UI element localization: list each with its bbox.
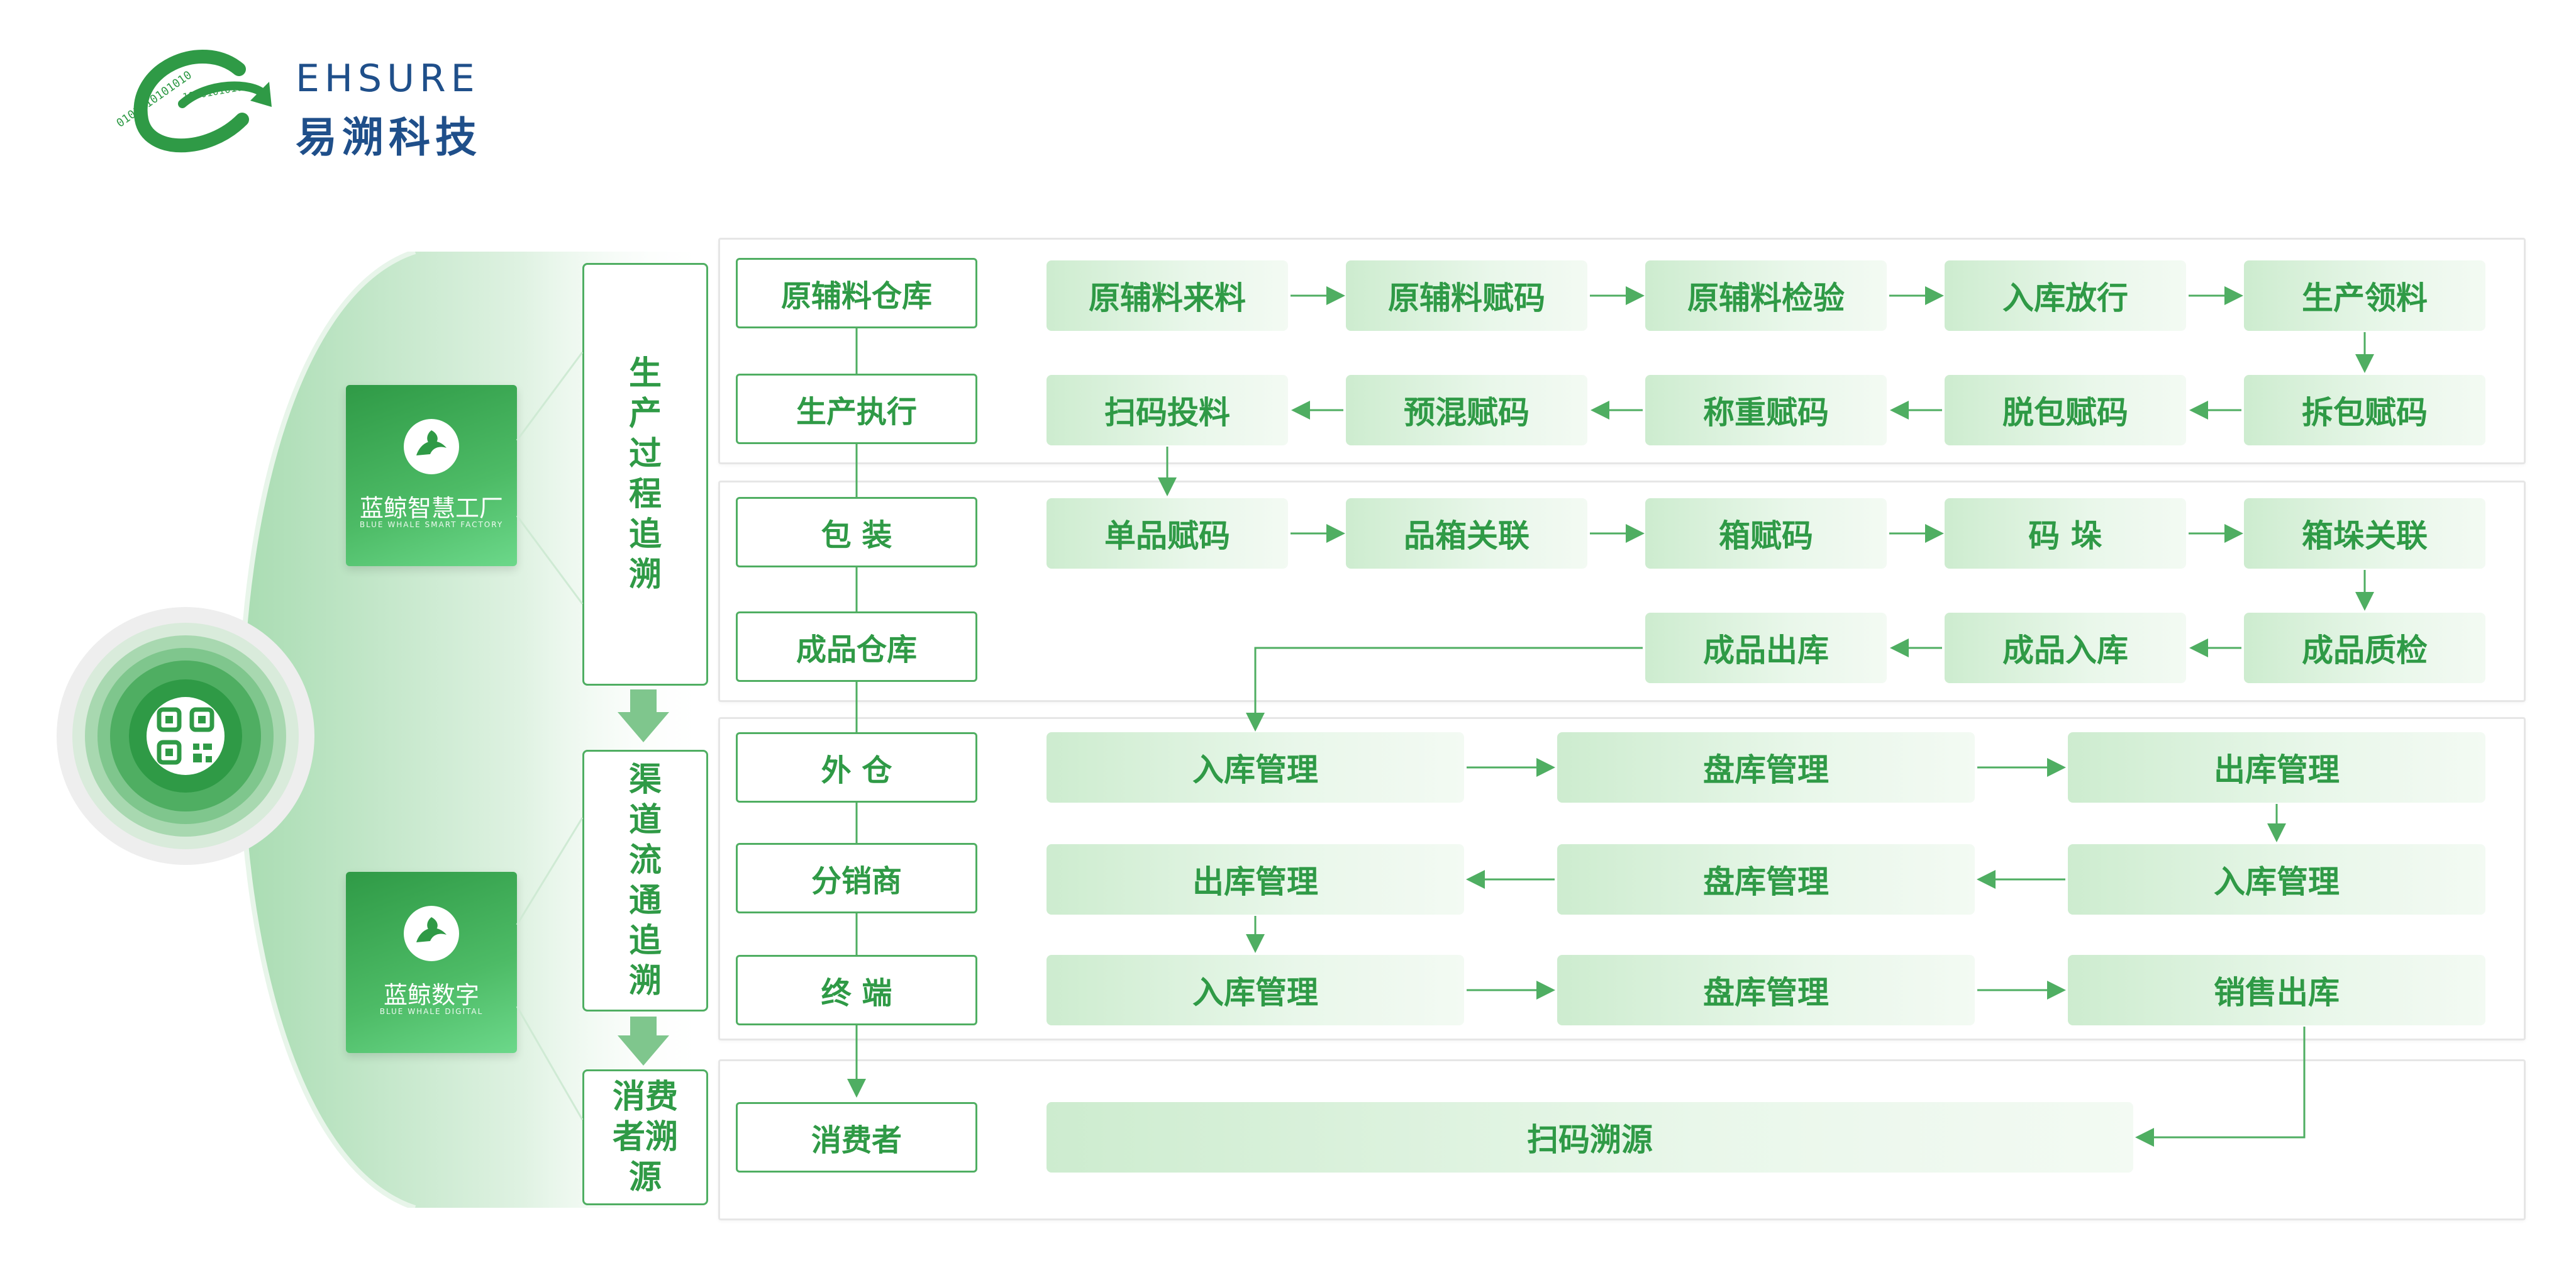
step-finished-outbound: 成品出库 <box>1645 613 1887 683</box>
step-ext-stocktake: 盘库管理 <box>1557 732 1975 803</box>
step-scan-trace: 扫码溯源 <box>1046 1102 2133 1173</box>
step-finished-inbound: 成品入库 <box>1945 613 2186 683</box>
stage-finished-warehouse: 成品仓库 <box>736 611 977 682</box>
step-palletizing: 码 垛 <box>1945 498 2186 569</box>
brand-name: 蓝鲸智慧工厂 <box>359 494 503 522</box>
qr-code-icon <box>157 707 214 765</box>
brand-card-smart-factory: 蓝鲸智慧工厂 BLUE WHALE SMART FACTORY <box>346 385 517 566</box>
company-logo: 0101010101010 10101010101 EHSURE 易溯科技 <box>107 44 509 170</box>
step-scan-feeding: 扫码投料 <box>1046 375 1288 445</box>
step-ext-outbound: 出库管理 <box>2068 732 2485 803</box>
step-finished-qc: 成品质检 <box>2244 613 2485 683</box>
step-dist-stocktake: 盘库管理 <box>1557 844 1975 915</box>
step-weighing-coding: 称重赋码 <box>1645 375 1887 445</box>
qr-code-emblem <box>57 607 314 865</box>
step-raw-material-inspection: 原辅料检验 <box>1645 260 1887 331</box>
step-unpack-coding: 脱包赋码 <box>1945 375 2186 445</box>
stage-raw-material-warehouse: 原辅料仓库 <box>736 258 977 328</box>
step-premix-coding: 预混赋码 <box>1346 375 1587 445</box>
stage-terminal: 终 端 <box>736 955 977 1025</box>
step-term-sales-outbound: 销售出库 <box>2068 955 2485 1025</box>
step-ext-inbound: 入库管理 <box>1046 732 1464 803</box>
stage-external-warehouse: 外 仓 <box>736 732 977 803</box>
step-dist-inbound: 入库管理 <box>2068 844 2485 915</box>
step-production-requisition: 生产领料 <box>2244 260 2485 331</box>
step-raw-material-coding: 原辅料赋码 <box>1346 260 1587 331</box>
step-term-inbound: 入库管理 <box>1046 955 1464 1025</box>
category-channel-trace: 渠道流通追溯 <box>582 750 708 1012</box>
brand-card-digital: 蓝鲸数字 BLUE WHALE DIGITAL <box>346 872 517 1053</box>
category-production-trace: 生产过程追溯 <box>582 263 708 686</box>
step-storage-release: 入库放行 <box>1945 260 2186 331</box>
step-box-pallet-link: 箱垛关联 <box>2244 498 2485 569</box>
whale-leaf-icon <box>404 419 459 474</box>
brand-subtitle: BLUE WHALE SMART FACTORY <box>359 520 504 529</box>
brand-name: 蓝鲸数字 <box>383 981 479 1009</box>
step-open-pack-coding: 拆包赋码 <box>2244 375 2485 445</box>
step-box-coding: 箱赋码 <box>1645 498 1887 569</box>
stage-consumer: 消费者 <box>736 1102 977 1173</box>
whale-leaf-icon <box>404 906 459 961</box>
stage-distributor: 分销商 <box>736 843 977 913</box>
stage-production-execution: 生产执行 <box>736 374 977 444</box>
category-consumer-trace: 消费者溯源 <box>582 1069 708 1205</box>
logo-mark-icon: 0101010101010 10101010101 <box>114 50 272 153</box>
logo-text-en: EHSURE <box>296 57 480 101</box>
step-raw-material-intake: 原辅料来料 <box>1046 260 1288 331</box>
brand-subtitle: BLUE WHALE DIGITAL <box>379 1007 484 1016</box>
panel-production-1 <box>718 238 2526 464</box>
logo-text-cn: 易溯科技 <box>296 113 482 162</box>
step-item-box-link: 品箱关联 <box>1346 498 1587 569</box>
step-item-coding: 单品赋码 <box>1046 498 1288 569</box>
step-dist-outbound: 出库管理 <box>1046 844 1464 915</box>
logo-binary-bottom: 10101010101 <box>182 80 250 103</box>
stage-packaging: 包 装 <box>736 497 977 567</box>
step-term-stocktake: 盘库管理 <box>1557 955 1975 1025</box>
